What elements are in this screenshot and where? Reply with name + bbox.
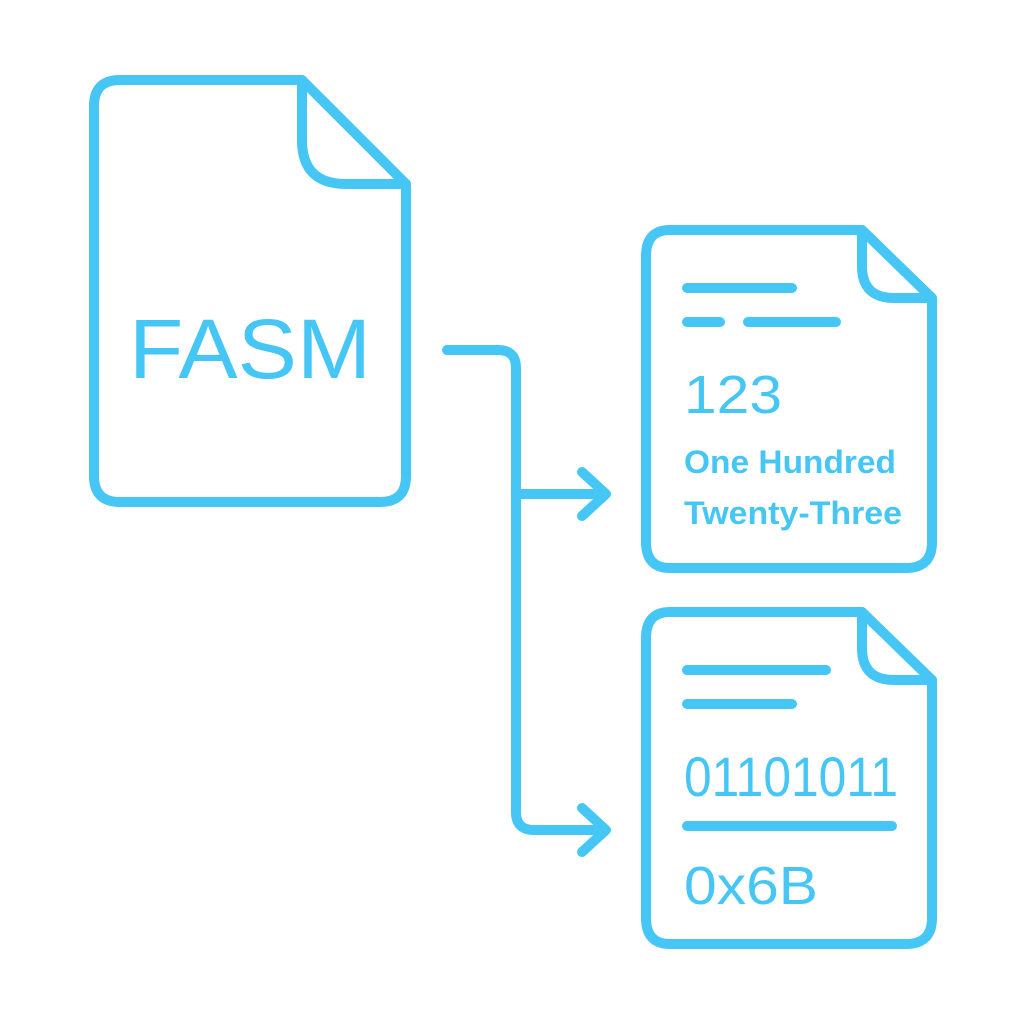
connector-trunk [442, 345, 609, 835]
arrow-right-icon [577, 467, 611, 521]
document-fold-corner [297, 75, 411, 189]
output-document-decimal [641, 225, 937, 573]
document-icon [641, 225, 937, 573]
arrow-right-icon [577, 803, 611, 857]
document-fold-corner [857, 607, 937, 685]
decimal-words-line1: One Hundred [684, 444, 896, 480]
source-label: FASM [129, 302, 371, 396]
decimal-words-line2: Twenty-Three [684, 495, 902, 531]
binary-value: 01101011 [684, 745, 898, 808]
source-document [89, 75, 411, 507]
document-icon [641, 607, 937, 949]
hex-value: 0x6B [684, 856, 818, 916]
output-document-binary [641, 607, 937, 949]
decimal-number: 123 [684, 365, 782, 425]
document-icon [89, 75, 411, 507]
document-fold-corner [857, 225, 937, 303]
connector-lines [442, 345, 611, 857]
